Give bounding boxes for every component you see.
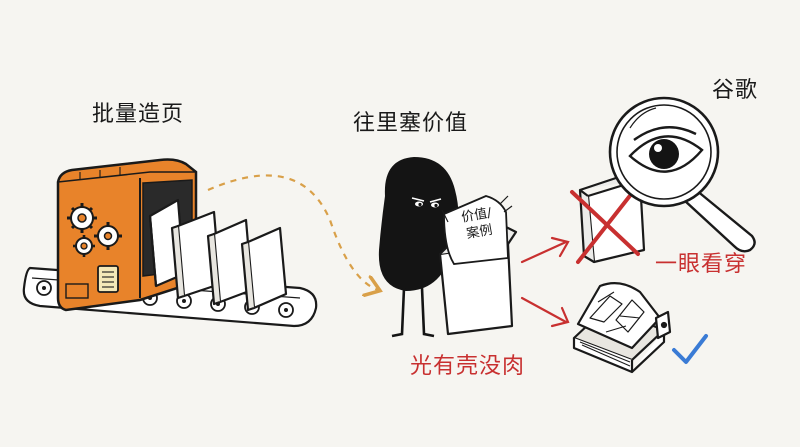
label-stuff-value: 往里塞价值 [353, 111, 469, 136]
page-stack [148, 198, 288, 312]
magnifying-glass-icon [608, 96, 756, 253]
result-arrows [520, 236, 570, 328]
label-batch-pages: 批量造页 [92, 102, 185, 127]
gear-icon [73, 235, 95, 257]
gear-icon [94, 222, 122, 250]
red-cross-icon [570, 186, 640, 264]
label-google: 谷歌 [712, 78, 759, 103]
check-mark-icon [672, 334, 708, 364]
eye-icon [628, 126, 704, 173]
value-paper [441, 195, 513, 265]
label-shell-only: 光有壳没肉 [410, 354, 526, 379]
label-see-through: 一眼看穿 [655, 252, 748, 277]
book-icon [572, 281, 672, 374]
process-arrow [207, 174, 378, 290]
gear-icon [67, 203, 97, 233]
